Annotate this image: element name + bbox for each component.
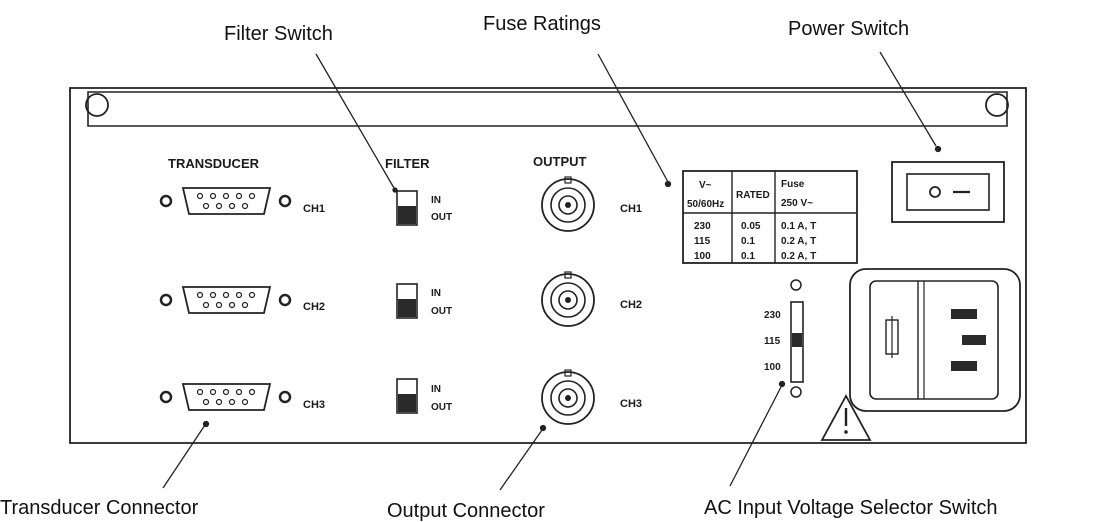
voltage-option-100: 100: [764, 362, 781, 373]
fuse-row3-voltage: 100: [694, 251, 711, 262]
power-switch[interactable]: [891, 161, 1005, 223]
filter-switch-ch3[interactable]: [396, 378, 418, 414]
transducer-connector-ch2[interactable]: [159, 286, 292, 314]
leader-dot-voltage: [778, 380, 786, 388]
inlet-pin-earth: [962, 335, 986, 345]
filter-ch1-in-label: IN: [431, 195, 441, 206]
fuse-header-fuse-voltage: 250 V~: [781, 198, 813, 209]
filter-ch2-out-label: OUT: [431, 306, 452, 317]
callout-transducer-connector: Transducer Connector: [0, 497, 199, 519]
output-header: OUTPUT: [533, 154, 587, 169]
leader-power-switch: [879, 51, 937, 147]
transducer-ch3-label: CH3: [303, 399, 325, 411]
fuse-row1-voltage: 230: [694, 221, 711, 232]
callout-fuse-ratings: Fuse Ratings: [483, 13, 601, 35]
fuse-header-rated: RATED: [736, 190, 770, 201]
leader-transducer: [162, 424, 206, 489]
fuse-row2-fuse: 0.2 A, T: [781, 236, 816, 247]
output-connector-ch2[interactable]: [541, 271, 595, 327]
inlet-pin-bottom: [951, 361, 977, 371]
voltage-option-230: 230: [764, 310, 781, 321]
screw-left: [159, 293, 173, 307]
output-ch2-label: CH2: [620, 299, 642, 311]
transducer-header: TRANSDUCER: [168, 156, 260, 171]
leader-voltage-selector: [729, 386, 782, 487]
callout-power-switch: Power Switch: [788, 18, 909, 40]
filter-ch2-in-label: IN: [431, 288, 441, 299]
transducer-ch1-label: CH1: [303, 203, 325, 215]
leader-fuse-ratings: [597, 53, 669, 183]
filter-ch1-out-label: OUT: [431, 212, 452, 223]
db9-shell: [181, 286, 272, 314]
leader-dot-power: [934, 145, 942, 153]
db9-shell: [181, 187, 272, 215]
screw-right: [278, 293, 292, 307]
power-off-symbol: [929, 186, 941, 198]
transducer-connector-ch1[interactable]: [159, 187, 292, 215]
callout-output-connector: Output Connector: [387, 500, 545, 522]
fuse-ratings-table: V~ 50/60Hz RATED Fuse 250 V~ 230 0.05 0.…: [682, 170, 858, 264]
leader-output: [499, 429, 543, 491]
ac-voltage-selector[interactable]: [790, 279, 804, 398]
leader-dot-filter: [392, 187, 398, 193]
output-connector-ch3[interactable]: [541, 369, 595, 425]
filter-switch-ch1[interactable]: [396, 190, 418, 226]
output-ch1-label: CH1: [620, 203, 642, 215]
filter-ch3-out-label: OUT: [431, 402, 452, 413]
inlet-pin-top: [951, 309, 977, 319]
panel-outline: [69, 87, 1027, 444]
filter-header: FILTER: [385, 156, 430, 171]
mount-hole-right: [985, 93, 1009, 117]
fuse-row2-voltage: 115: [694, 236, 711, 247]
fuse-row1-rated: 0.05: [741, 221, 761, 232]
screw-right: [278, 194, 292, 208]
leader-filter-switch: [315, 53, 395, 189]
db9-shell: [181, 383, 272, 411]
fuse-row1-fuse: 0.1 A, T: [781, 221, 816, 232]
screw-left: [159, 194, 173, 208]
callout-ac-voltage-selector: AC Input Voltage Selector Switch: [704, 497, 998, 519]
fuse-row3-rated: 0.1: [741, 251, 755, 262]
leader-lines: [162, 51, 942, 491]
transducer-connector-ch3[interactable]: [159, 383, 292, 411]
screw-left: [159, 390, 173, 404]
output-connector-ch1[interactable]: [541, 176, 595, 232]
transducer-ch2-label: CH2: [303, 301, 325, 313]
filter-switch-ch2[interactable]: [396, 283, 418, 319]
mount-hole-left: [85, 93, 109, 117]
output-ch3-label: CH3: [620, 398, 642, 410]
warning-triangle-icon: [820, 394, 872, 441]
fuse-header-fuse: Fuse: [781, 179, 805, 190]
power-inlet[interactable]: [849, 268, 1021, 412]
callout-filter-switch: Filter Switch: [224, 23, 333, 45]
leader-dot-transducer: [202, 420, 210, 428]
screw-right: [278, 390, 292, 404]
fuse-row3-fuse: 0.2 A, T: [781, 251, 816, 262]
filter-ch3-in-label: IN: [431, 384, 441, 395]
voltage-option-115: 115: [764, 336, 781, 347]
fuse-header-frequency: 50/60Hz: [687, 199, 724, 210]
leader-dot-fuse: [664, 180, 672, 188]
fuse-header-voltage: V~: [699, 180, 712, 191]
leader-dot-output: [539, 424, 547, 432]
fuse-row2-rated: 0.1: [741, 236, 755, 247]
